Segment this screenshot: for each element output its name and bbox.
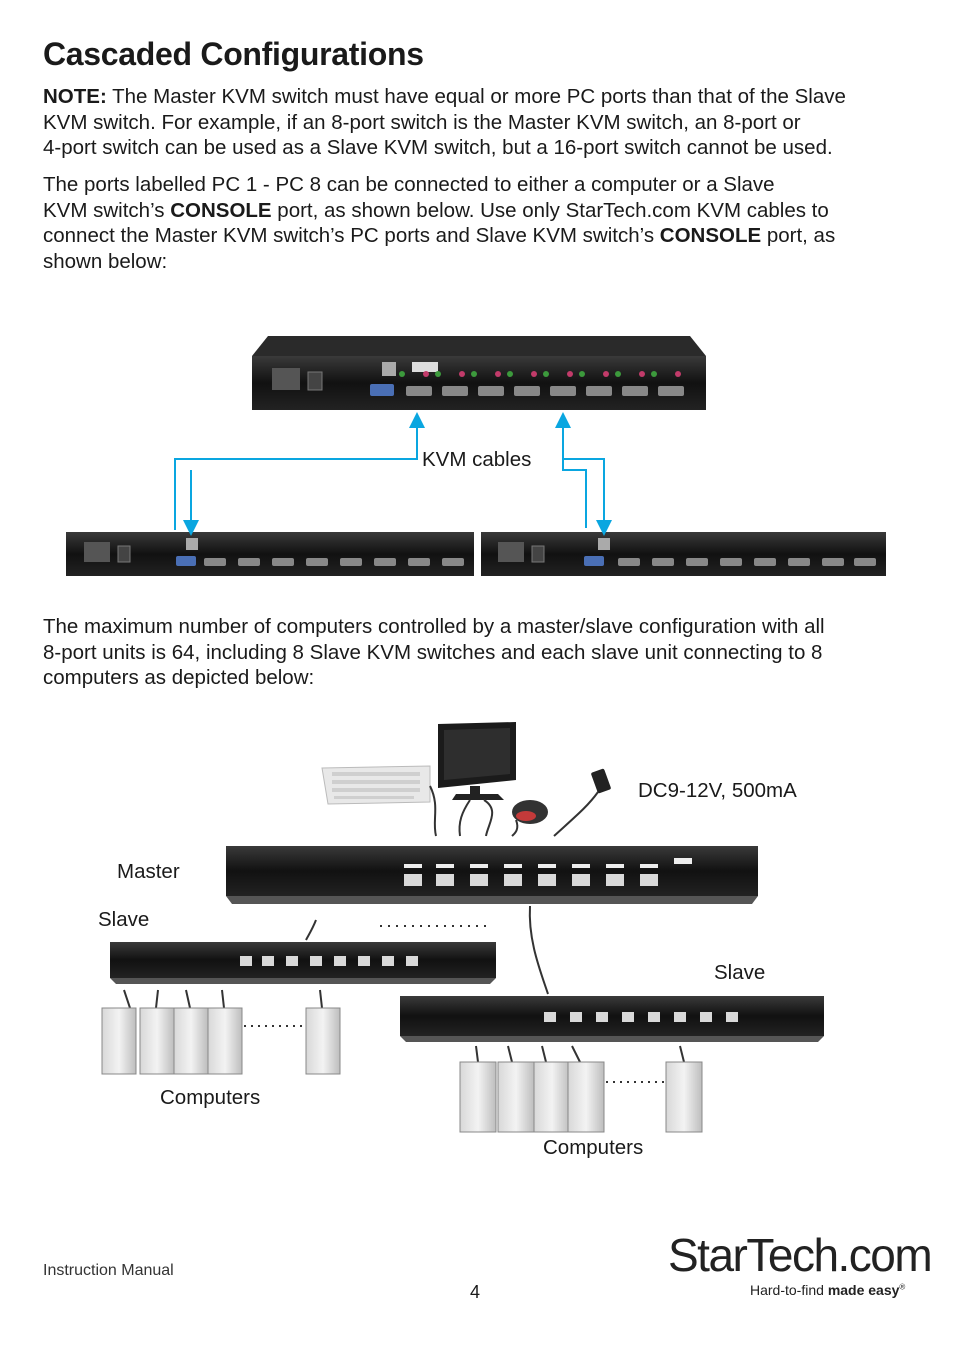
peripheral-cables (429, 785, 519, 837)
ports-paragraph: The ports labelled PC 1 - PC 8 can be co… (43, 172, 918, 274)
footer-manual-label: Instruction Manual (43, 1262, 174, 1279)
computers-left-label: Computers (160, 1086, 261, 1109)
slave-left-label: Slave (98, 908, 150, 931)
master-kvm-back-panel (252, 336, 706, 410)
slave-kvm-back-panel-right (481, 532, 886, 576)
mouse-illustration (512, 800, 548, 824)
computers-right-group (459, 1045, 703, 1133)
slave-kvm-front-right (400, 996, 824, 1042)
kvm-cable-arrows (174, 412, 612, 536)
ports-text-4: shown below: (43, 249, 168, 273)
tagline-registered-mark: ® (899, 1282, 906, 1292)
computers-left-group (101, 989, 341, 1075)
tagline-bold: made easy (827, 1282, 900, 1298)
power-spec-label: DC9-12V, 500mA (638, 779, 797, 802)
power-adapter-illustration (553, 768, 611, 837)
note-paragraph: NOTE: The Master KVM switch must have eq… (43, 84, 918, 161)
ports-text-3a: connect the Master KVM switch’s PC ports… (43, 224, 660, 247)
max-text-2: 8-port units is 64, including 8 Slave KV… (43, 640, 823, 664)
master-kvm-front (226, 846, 758, 904)
note-text-1: The Master KVM switch must have equal or… (106, 85, 846, 108)
note-label: NOTE: (43, 85, 107, 108)
master-to-slave-links (305, 905, 549, 995)
logo-wordmark: StarTech.com (668, 1229, 933, 1281)
ports-text-2b: port, as shown below. Use only StarTech.… (271, 198, 829, 222)
master-label: Master (117, 860, 180, 883)
ports-text-3b: port, as (761, 224, 836, 247)
note-text-2: KVM switch. For example, if an 8-port sw… (43, 110, 801, 134)
slave-kvm-front-left (110, 942, 496, 984)
ports-text-1: The ports labelled PC 1 - PC 8 can be co… (43, 173, 775, 196)
page-number: 4 (470, 1282, 481, 1302)
tagline: Hard-to-find made easy® (750, 1282, 905, 1298)
monitor-illustration (438, 722, 516, 800)
computers-right-label: Computers (543, 1136, 644, 1159)
slave-kvm-back-panel-left (66, 532, 474, 576)
slave-right-label: Slave (714, 961, 766, 984)
console-label-1: CONSOLE (170, 198, 272, 222)
tagline-light: Hard-to-find (750, 1282, 828, 1298)
keyboard-illustration (321, 765, 431, 805)
page-title: Cascaded Configurations (43, 36, 424, 72)
max-computers-paragraph: The maximum number of computers controll… (43, 614, 918, 691)
max-text-1: The maximum number of computers controll… (43, 615, 825, 638)
note-text-3: 4-port switch can be used as a Slave KVM… (43, 136, 833, 159)
startech-logo: StarTech.com (668, 1228, 933, 1308)
ports-text-2a: KVM switch’s (43, 198, 171, 222)
max-text-3: computers as depicted below: (43, 666, 315, 689)
kvm-cables-label: KVM cables (422, 448, 532, 471)
console-label-2: CONSOLE (659, 224, 762, 247)
